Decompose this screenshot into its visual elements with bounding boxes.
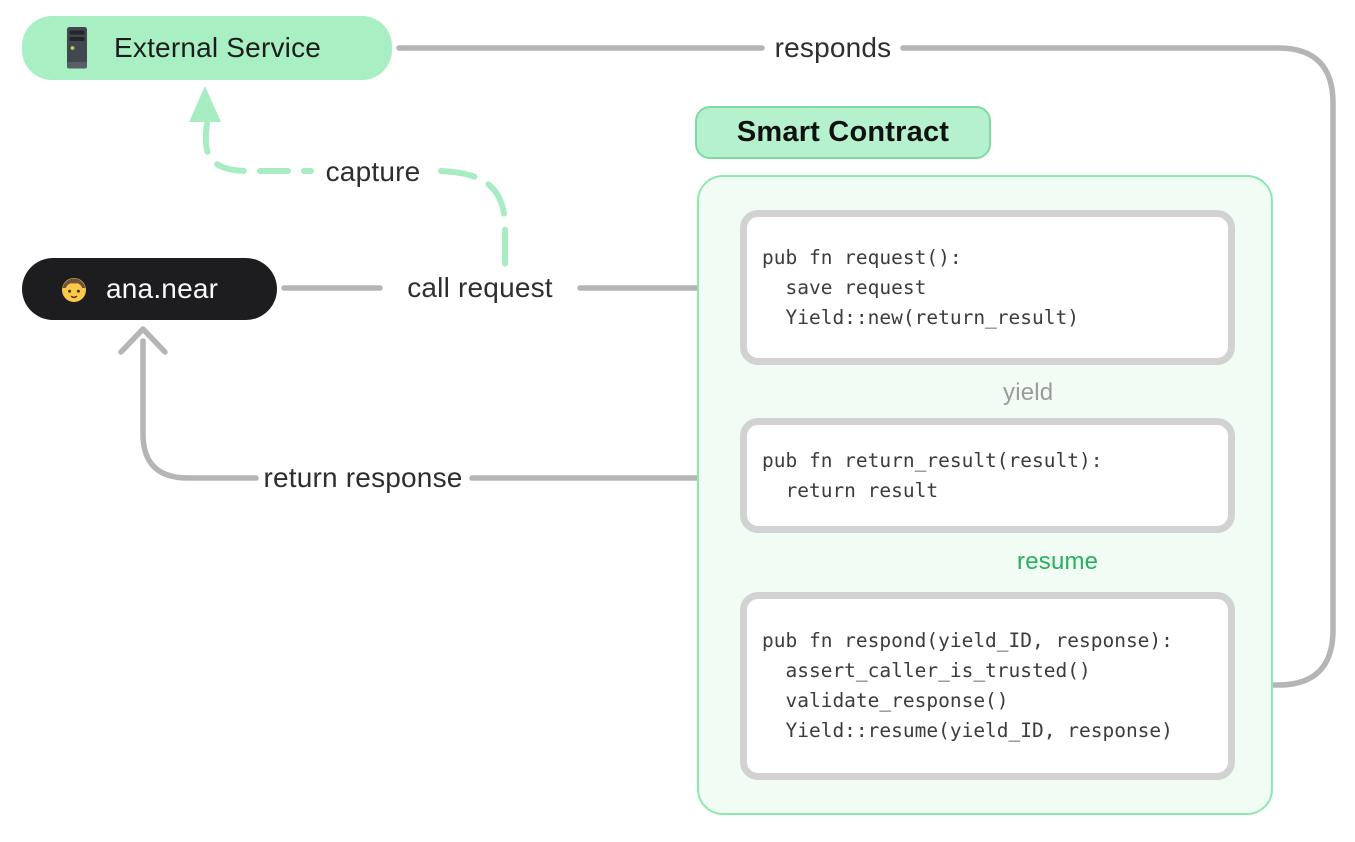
smart-contract-title: Smart Contract (695, 106, 991, 159)
code-line: pub fn respond(yield_ID, response): (762, 629, 1173, 652)
code-line: return result (762, 478, 939, 502)
code-box-request: pub fn request(): save request Yield::ne… (740, 210, 1235, 365)
responds-line-loop (900, 45, 1336, 688)
code-line: save request (762, 275, 927, 299)
code-line: pub fn return_result(result): (762, 448, 1103, 472)
edge-label-yield: yield (1003, 379, 1054, 406)
edge-label-call-request: call request (407, 272, 553, 303)
edge-label-capture: capture (325, 156, 421, 187)
person-emoji-icon (62, 278, 86, 302)
smart-contract-title-label: Smart Contract (736, 116, 950, 148)
code-line: Yield::new(return_result) (762, 305, 1079, 329)
code-line: assert_caller_is_trusted() (762, 659, 1091, 682)
code-box-return-result: pub fn return_result(result): return res… (740, 418, 1235, 533)
server-tower-icon (67, 27, 87, 69)
capture-arrowhead-icon (189, 86, 221, 122)
external-service-node: External Service (22, 16, 392, 80)
return-response-arrowhead-icon (118, 326, 168, 355)
capture-dashed-line-right (438, 168, 508, 271)
code-line: validate_response() (762, 689, 1009, 712)
code-line: pub fn request(): (762, 245, 962, 269)
external-service-label: External Service (114, 32, 322, 63)
user-node: ana.near (22, 258, 277, 320)
edge-label-responds: responds (774, 32, 892, 63)
return-response-line-left (140, 338, 259, 481)
code-box-respond: pub fn respond(yield_ID, response): asse… (740, 592, 1235, 780)
edge-label-resume: resume (1017, 548, 1099, 575)
code-line: Yield::resume(yield_ID, response) (762, 719, 1173, 742)
capture-dashed-line-left (202, 121, 314, 174)
edge-label-return-response: return response (263, 462, 463, 493)
user-label: ana.near (106, 273, 219, 304)
